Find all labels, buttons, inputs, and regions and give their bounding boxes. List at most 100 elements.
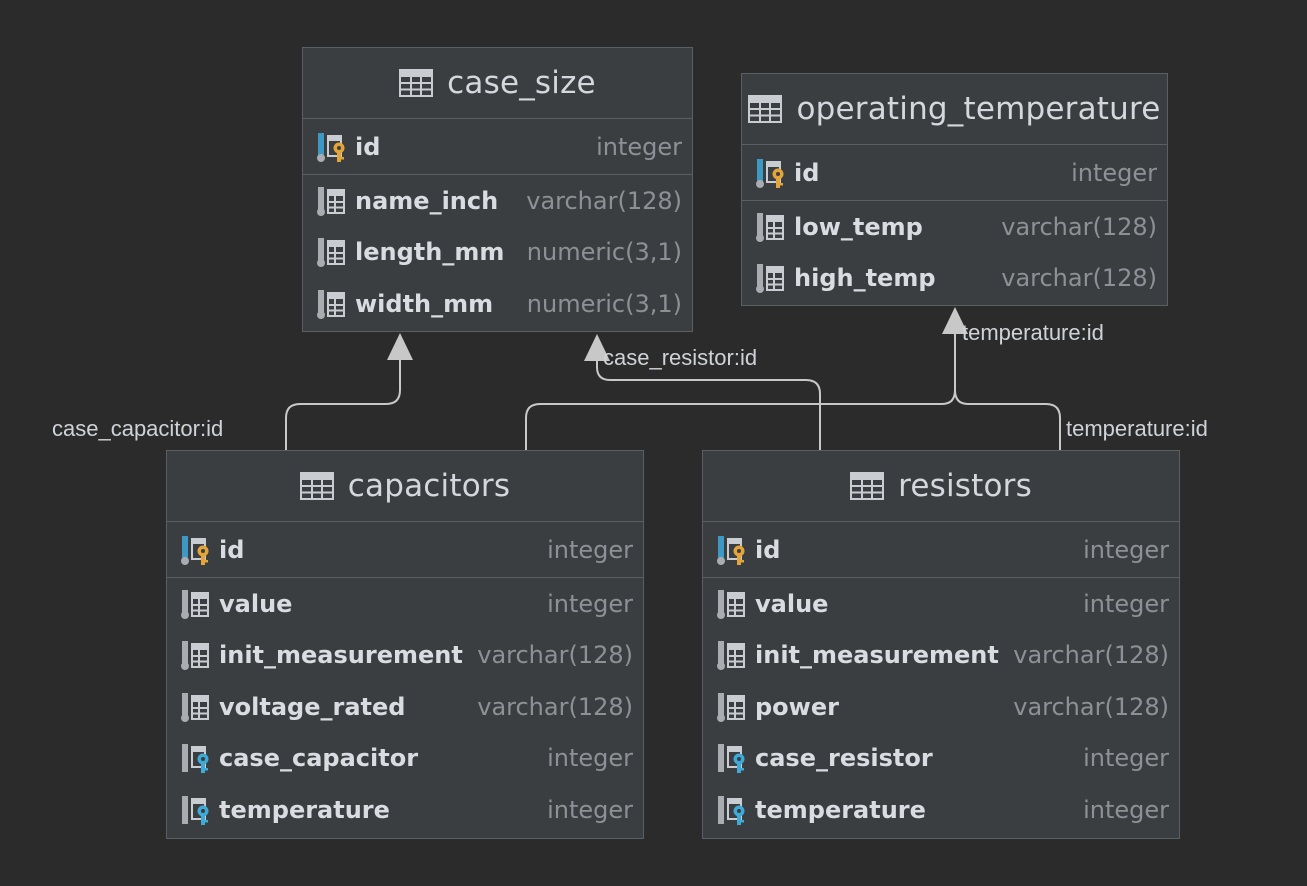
column-name: case_capacitor bbox=[219, 744, 419, 773]
column-row-id[interactable]: id integer bbox=[742, 145, 1167, 200]
column-type: varchar(128) bbox=[477, 641, 633, 670]
column-type: numeric(3,1) bbox=[526, 289, 682, 318]
column-icon bbox=[715, 691, 747, 723]
column-icon bbox=[179, 639, 211, 671]
column-row-case-resistor[interactable]: case_resistor integer bbox=[703, 733, 1179, 785]
column-icon bbox=[715, 588, 747, 620]
entity-title: resistors bbox=[898, 468, 1032, 504]
column-row-temperature[interactable]: temperature integer bbox=[167, 784, 643, 836]
column-name: low_temp bbox=[794, 212, 923, 241]
relation-label-temperature-capacitors: temperature:id bbox=[962, 320, 1104, 345]
entity-header: resistors bbox=[703, 451, 1179, 522]
column-name: name_inch bbox=[355, 186, 499, 215]
column-type: varchar(128) bbox=[477, 692, 633, 721]
column-name: case_resistor bbox=[755, 744, 933, 773]
column-row-low-temp[interactable]: low_temp varchar(128) bbox=[742, 201, 1167, 253]
column-row-length-mm[interactable]: length_mm numeric(3,1) bbox=[303, 227, 692, 279]
entity-header: capacitors bbox=[167, 451, 643, 522]
column-type: integer bbox=[547, 795, 633, 824]
column-type: integer bbox=[1071, 158, 1157, 187]
column-row-init-measurement[interactable]: init_measurement varchar(128) bbox=[703, 630, 1179, 682]
column-row-width-mm[interactable]: width_mm numeric(3,1) bbox=[303, 278, 692, 330]
entity-title: operating_temperature bbox=[796, 91, 1161, 127]
column-icon bbox=[315, 185, 347, 217]
table-icon bbox=[399, 69, 433, 97]
column-row-name-inch[interactable]: name_inch varchar(128) bbox=[303, 175, 692, 227]
primary-key-column-icon bbox=[315, 131, 347, 163]
edge-temperature-capacitors bbox=[525, 325, 956, 450]
column-icon bbox=[754, 211, 786, 243]
relation-label-case-resistor: case_resistor:id bbox=[603, 345, 758, 370]
arrow-case-size-right bbox=[584, 334, 610, 361]
column-type: integer bbox=[1083, 589, 1169, 618]
column-type: varchar(128) bbox=[1013, 641, 1169, 670]
column-name: temperature bbox=[219, 795, 390, 824]
relation-label-temperature-resistors: temperature:id bbox=[1066, 416, 1208, 441]
entity-header: case_size bbox=[303, 48, 692, 119]
entity-header: operating_temperature bbox=[742, 74, 1167, 145]
table-icon bbox=[850, 472, 884, 500]
column-type: integer bbox=[1083, 535, 1169, 564]
column-name: high_temp bbox=[794, 264, 936, 293]
column-icon bbox=[315, 236, 347, 268]
column-name: width_mm bbox=[355, 289, 494, 318]
column-icon bbox=[315, 288, 347, 320]
entity-title: capacitors bbox=[347, 468, 511, 504]
column-icon bbox=[179, 588, 211, 620]
primary-key-column-icon bbox=[754, 157, 786, 189]
column-row-init-measurement[interactable]: init_measurement varchar(128) bbox=[167, 630, 643, 682]
column-name: id bbox=[219, 535, 245, 564]
column-row-id[interactable]: id integer bbox=[703, 522, 1179, 577]
foreign-key-column-icon bbox=[179, 794, 211, 826]
column-icon bbox=[179, 691, 211, 723]
column-row-id[interactable]: id integer bbox=[167, 522, 643, 577]
arrow-case-size-left bbox=[387, 333, 413, 360]
column-type: integer bbox=[1083, 744, 1169, 773]
column-type: numeric(3,1) bbox=[526, 238, 682, 267]
column-name: voltage_rated bbox=[219, 692, 406, 721]
entity-case-size[interactable]: case_size id integer name_inch varchar(1… bbox=[302, 47, 693, 332]
column-row-temperature[interactable]: temperature integer bbox=[703, 784, 1179, 836]
column-type: integer bbox=[547, 535, 633, 564]
foreign-key-column-icon bbox=[715, 794, 747, 826]
column-name: value bbox=[219, 589, 293, 618]
primary-key-column-icon bbox=[179, 534, 211, 566]
table-icon bbox=[748, 95, 782, 123]
column-type: varchar(128) bbox=[1001, 264, 1157, 293]
column-type: integer bbox=[547, 744, 633, 773]
column-name: value bbox=[755, 589, 829, 618]
column-row-id[interactable]: id integer bbox=[303, 119, 692, 174]
column-row-value[interactable]: value integer bbox=[167, 578, 643, 630]
column-row-high-temp[interactable]: high_temp varchar(128) bbox=[742, 253, 1167, 305]
column-row-voltage-rated[interactable]: voltage_rated varchar(128) bbox=[167, 681, 643, 733]
column-name: temperature bbox=[755, 795, 926, 824]
entity-operating-temperature[interactable]: operating_temperature id integer low_tem… bbox=[741, 73, 1168, 306]
arrow-operating-temperature bbox=[942, 307, 968, 334]
column-name: init_measurement bbox=[219, 641, 463, 670]
column-type: integer bbox=[547, 589, 633, 618]
column-name: init_measurement bbox=[755, 641, 999, 670]
primary-key-column-icon bbox=[715, 534, 747, 566]
column-name: id bbox=[794, 158, 820, 187]
column-type: varchar(128) bbox=[526, 186, 682, 215]
column-type: integer bbox=[1083, 795, 1169, 824]
column-icon bbox=[715, 639, 747, 671]
relation-label-case-capacitor: case_capacitor:id bbox=[52, 416, 224, 441]
column-name: length_mm bbox=[355, 238, 505, 267]
foreign-key-column-icon bbox=[715, 742, 747, 774]
column-name: id bbox=[755, 535, 781, 564]
edge-case-capacitor bbox=[285, 350, 401, 450]
edge-temperature-resistors bbox=[954, 389, 1061, 450]
column-type: varchar(128) bbox=[1001, 212, 1157, 241]
foreign-key-column-icon bbox=[179, 742, 211, 774]
entity-capacitors[interactable]: capacitors id integer value integer init… bbox=[166, 450, 644, 839]
table-icon bbox=[300, 472, 334, 500]
column-type: varchar(128) bbox=[1013, 692, 1169, 721]
column-row-value[interactable]: value integer bbox=[703, 578, 1179, 630]
column-row-case-capacitor[interactable]: case_capacitor integer bbox=[167, 733, 643, 785]
column-name: power bbox=[755, 692, 839, 721]
entity-resistors[interactable]: resistors id integer value integer init_… bbox=[702, 450, 1180, 839]
column-row-power[interactable]: power varchar(128) bbox=[703, 681, 1179, 733]
column-type: integer bbox=[596, 132, 682, 161]
